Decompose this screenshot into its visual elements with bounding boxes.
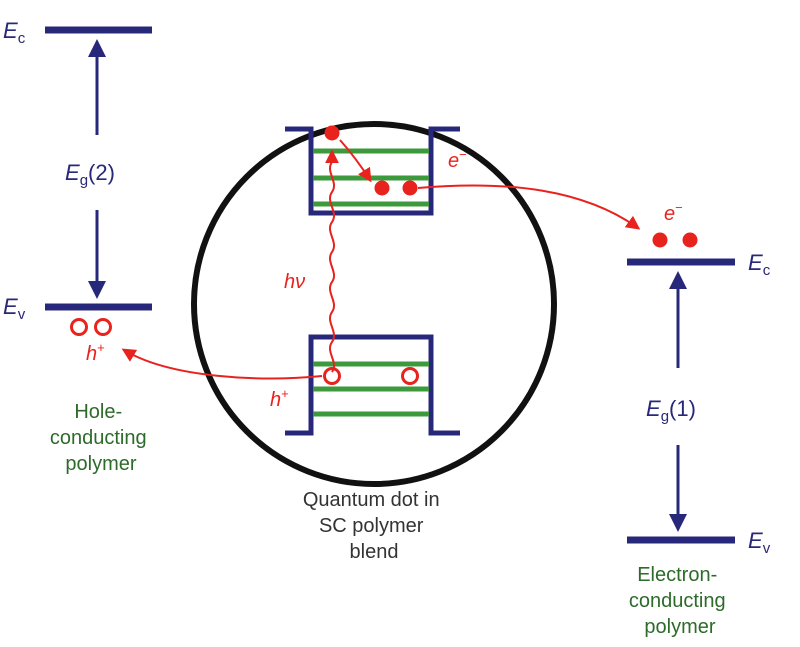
qd-electron-1 [374, 180, 390, 196]
electron-polymer-levels [627, 258, 735, 544]
left-ec-label: Ec [3, 18, 26, 47]
right-gap-label: Eg(1) [646, 396, 696, 425]
qd-excited-electron [324, 125, 340, 141]
qd-upper-well-outline [285, 126, 460, 216]
right-electron-2 [682, 232, 698, 248]
center-caption: Quantum dot in SC polymer blend [303, 489, 445, 563]
hole-transfer-arrow [121, 348, 323, 380]
electron-transfer-arrow [417, 184, 641, 230]
left-hole-2 [94, 318, 112, 336]
qd-lower-well-outline [285, 334, 460, 436]
right-ec-label: Ec [748, 250, 771, 279]
left-hole-1 [70, 318, 88, 336]
photon-label: hν [284, 271, 305, 293]
hole-polymer-levels [45, 26, 152, 311]
qd-hole-label: h+ [270, 386, 289, 411]
right-ev-label: Ev [748, 528, 771, 557]
right-electron-1 [652, 232, 668, 248]
qd-electron-2 [402, 180, 418, 196]
qd-valence-well [285, 334, 460, 436]
left-gap-label: Eg(2) [65, 160, 115, 189]
right-caption: Electron- conducting polymer [629, 564, 731, 638]
qd-conduction-well [285, 126, 460, 216]
electron-relax-arrow [339, 139, 372, 183]
left-caption: Hole- conducting polymer [50, 401, 152, 475]
qd-hole-1 [323, 367, 341, 385]
left-ev-label: Ev [3, 294, 26, 323]
quantum-dot-circle [191, 121, 557, 487]
right-electron-label: e− [664, 200, 683, 225]
qd-electron-label: e− [448, 147, 467, 172]
qd-hole-2 [401, 367, 419, 385]
photon-wavy-arrow [325, 149, 339, 373]
left-hole-label: h+ [86, 340, 105, 365]
